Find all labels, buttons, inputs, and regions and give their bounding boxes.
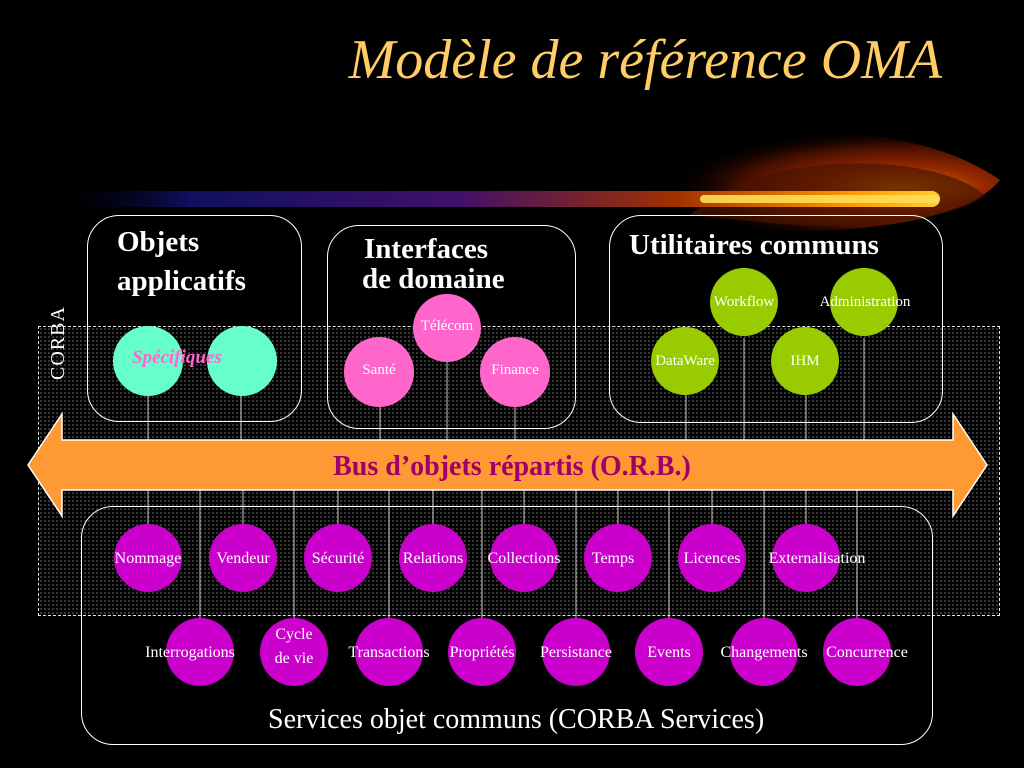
service-label-proprietes: Propriétés xyxy=(449,644,515,661)
service-label-vendeur: Vendeur xyxy=(216,550,270,567)
service-label-externalisation: Externalisation xyxy=(768,550,866,567)
comet-decoration xyxy=(60,133,1000,232)
specifiques-label: Spécifiques xyxy=(132,347,222,368)
service-label-licences: Licences xyxy=(683,550,741,567)
utility-node-ihm xyxy=(771,327,839,395)
service-label-collections: Collections xyxy=(487,550,561,567)
service-label-cycle: Cycle xyxy=(275,626,313,643)
group-interfaces-domaine xyxy=(327,225,576,429)
service-node-interrogations xyxy=(166,618,234,686)
service-node-temps xyxy=(584,524,652,592)
service-node-concurrence xyxy=(823,618,891,686)
service-node-nommage xyxy=(114,524,182,592)
service-label-events: Events xyxy=(647,644,691,661)
service-label-relations: Relations xyxy=(402,550,464,567)
group-title-domaine-line2: de domaine xyxy=(362,263,505,295)
domain-label-telecom: Télécom xyxy=(420,318,474,334)
service-node-persistance xyxy=(542,618,610,686)
domain-node-sante xyxy=(344,337,414,407)
utility-label-ihm: IHM xyxy=(790,353,820,369)
service-node-relations xyxy=(399,524,467,592)
service-node-vendeur xyxy=(209,524,277,592)
service-label-persistance: Persistance xyxy=(540,644,612,661)
utility-node-administration xyxy=(830,268,898,336)
service-node-cycle-de-vie xyxy=(260,618,328,686)
group-title-domaine-line1: Interfaces xyxy=(364,233,489,265)
service-label-de-vie: de vie xyxy=(274,650,314,667)
service-node-changements xyxy=(730,618,798,686)
service-node-licences xyxy=(678,524,746,592)
service-node-collections xyxy=(490,524,558,592)
service-label-nommage: Nommage xyxy=(114,550,182,567)
domain-label-sante: Santé xyxy=(362,362,396,378)
service-node-events xyxy=(635,618,703,686)
service-label-transactions: Transactions xyxy=(348,644,430,661)
service-label-concurrence: Concurrence xyxy=(826,644,908,661)
applicatif-node-2 xyxy=(207,326,277,396)
domain-node-finance xyxy=(480,337,550,407)
services-caption: Services objet communs (CORBA Services) xyxy=(268,704,765,735)
utility-label-dataware: DataWare xyxy=(655,353,715,369)
service-label-interrogations: Interrogations xyxy=(145,644,235,661)
utility-label-administration: Administration xyxy=(819,294,911,310)
utility-node-dataware xyxy=(651,327,719,395)
group-title-utilitaires: Utilitaires communs xyxy=(629,229,879,261)
service-label-securite: Sécurité xyxy=(311,550,365,567)
domain-node-telecom xyxy=(413,294,481,362)
group-services-communs xyxy=(81,506,933,745)
group-objets-applicatifs xyxy=(87,215,302,422)
service-label-changements: Changements xyxy=(720,644,808,661)
service-label-temps: Temps xyxy=(591,550,635,567)
service-node-proprietes xyxy=(448,618,516,686)
page-title: Modèle de référence OMA xyxy=(348,29,942,91)
service-node-transactions xyxy=(355,618,423,686)
applicatif-node-1 xyxy=(113,326,183,396)
utility-label-workflow: Workflow xyxy=(713,294,775,310)
orb-bus-label: Bus d’objets répartis (O.R.B.) xyxy=(333,451,691,482)
group-title-applicatifs-line2: applicatifs xyxy=(117,265,246,297)
utility-node-workflow xyxy=(710,268,778,336)
domain-label-finance: Finance xyxy=(491,362,539,378)
service-node-externalisation xyxy=(772,524,840,592)
group-utilitaires-communs xyxy=(609,215,943,423)
orb-bus-arrow xyxy=(27,411,988,519)
service-node-securite xyxy=(304,524,372,592)
group-title-applicatifs-line1: Objets xyxy=(117,226,200,258)
